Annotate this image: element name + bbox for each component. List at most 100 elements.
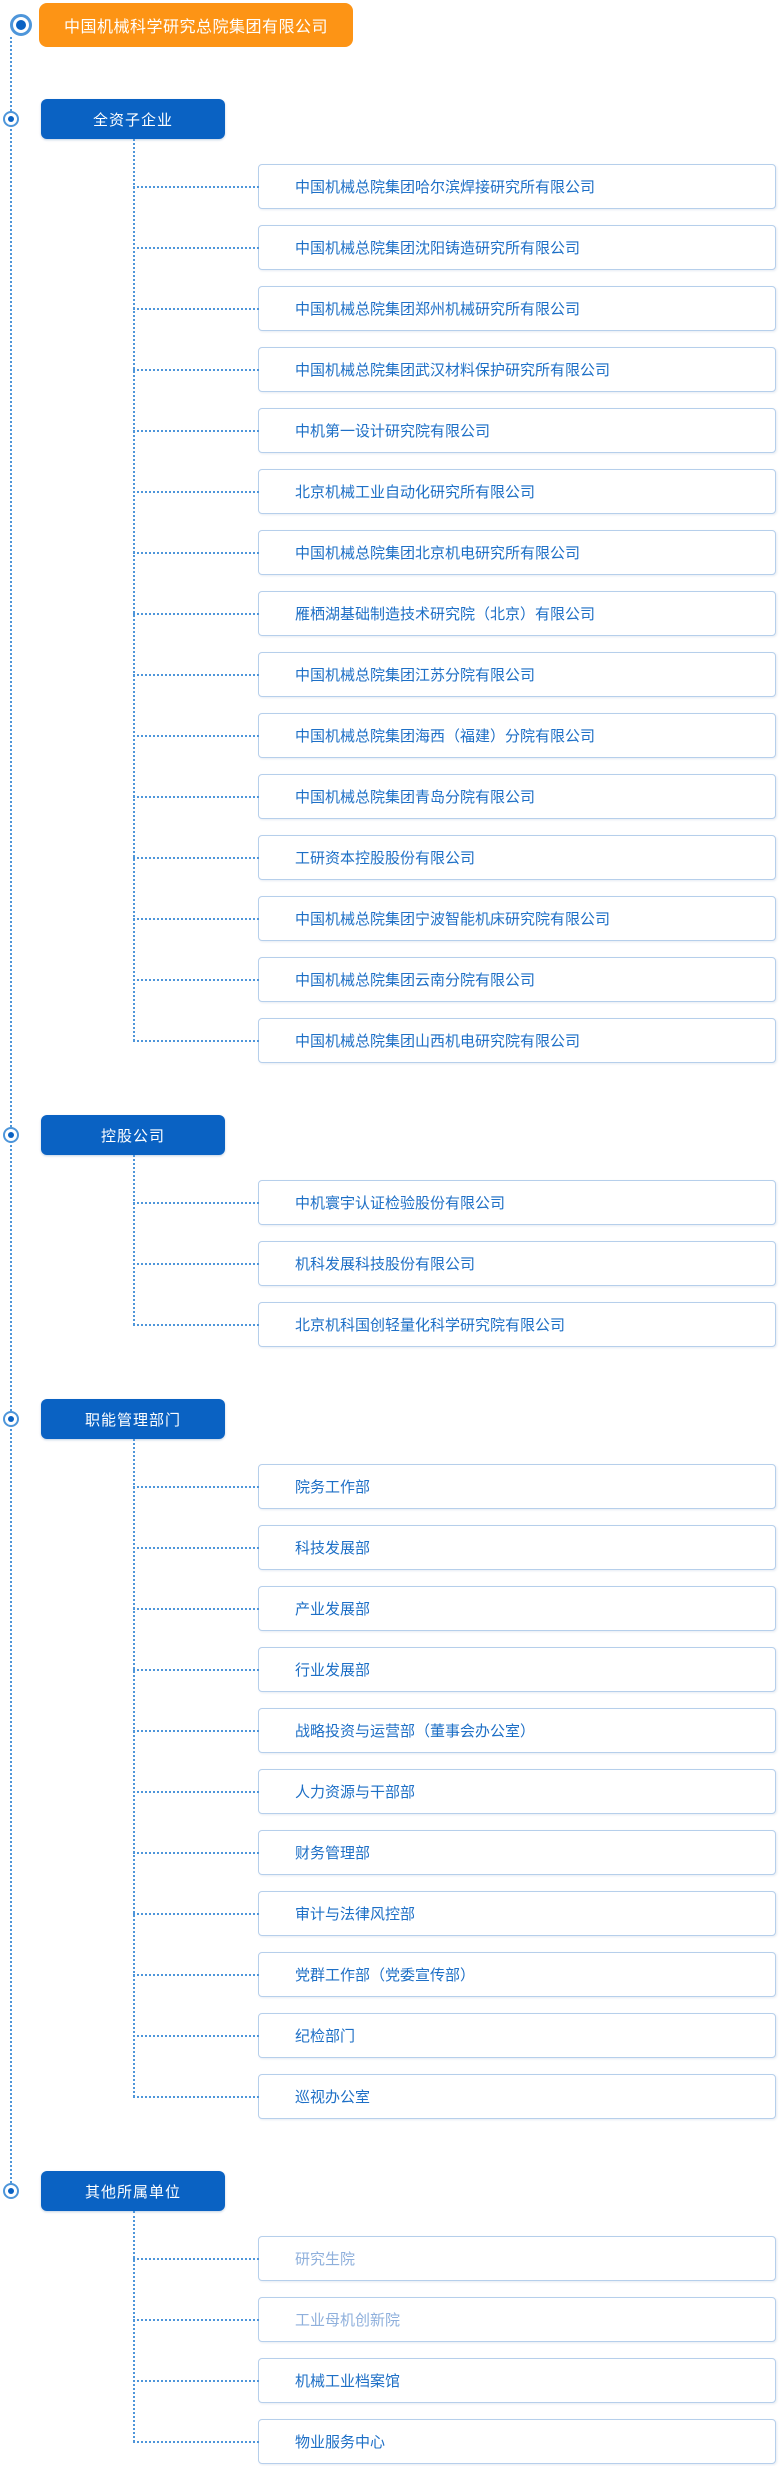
category-row: 全资子企业 bbox=[0, 99, 779, 139]
category-node-other-affiliated-units[interactable]: 其他所属单位 bbox=[41, 2171, 225, 2211]
org-item-label: 党群工作部（党委宣传部） bbox=[295, 1967, 476, 1984]
org-item-box[interactable]: 中国机械总院集团青岛分院有限公司 bbox=[133, 774, 776, 819]
org-item-box[interactable]: 中国机械总院集团郑州机械研究所有限公司 bbox=[133, 286, 776, 331]
category-toggle-icon-core bbox=[8, 2188, 14, 2194]
category-label: 职能管理部门 bbox=[84, 1411, 181, 1429]
root-org-node[interactable]: 中国机械科学研究总院集团有限公司 bbox=[39, 3, 353, 47]
org-item-label: 中国机械总院集团云南分院有限公司 bbox=[295, 972, 536, 989]
category-row: 其他所属单位 bbox=[0, 2171, 779, 2211]
org-item-box[interactable]: 机械工业档案馆 bbox=[133, 2358, 776, 2403]
org-item-label: 中国机械总院集团武汉材料保护研究所有限公司 bbox=[295, 362, 611, 379]
org-item-box[interactable]: 中国机械总院集团山西机电研究院有限公司 bbox=[133, 1018, 776, 1063]
category-label: 其他所属单位 bbox=[84, 2183, 181, 2201]
org-item-box[interactable]: 工业母机创新院 bbox=[133, 2297, 776, 2342]
category-toggle-icon-core bbox=[8, 1132, 14, 1138]
org-item-label: 战略投资与运营部（董事会办公室） bbox=[295, 1723, 536, 1740]
org-item-box[interactable]: 产业发展部 bbox=[133, 1586, 776, 1631]
root-org-label: 中国机械科学研究总院集团有限公司 bbox=[63, 19, 328, 36]
org-item-label: 中国机械总院集团哈尔滨焊接研究所有限公司 bbox=[295, 179, 596, 196]
category-row: 职能管理部门 bbox=[0, 1399, 779, 1439]
org-item-label: 产业发展部 bbox=[295, 1601, 371, 1618]
org-item-label: 工业母机创新院 bbox=[295, 2312, 401, 2329]
org-item-label: 审计与法律风控部 bbox=[295, 1906, 416, 1923]
org-item-box[interactable]: 雁栖湖基础制造技术研究院（北京）有限公司 bbox=[133, 591, 776, 636]
org-item-label: 人力资源与干部部 bbox=[295, 1784, 416, 1801]
category-toggle-icon[interactable] bbox=[3, 111, 19, 127]
org-item-label: 中机寰宇认证检验股份有限公司 bbox=[295, 1195, 506, 1212]
org-item-label: 中国机械总院集团北京机电研究所有限公司 bbox=[295, 545, 581, 562]
org-item-label: 行业发展部 bbox=[295, 1662, 371, 1679]
org-item-box[interactable]: 工研资本控股股份有限公司 bbox=[133, 835, 776, 880]
org-item-box[interactable]: 中国机械总院集团宁波智能机床研究院有限公司 bbox=[133, 896, 776, 941]
org-item-box[interactable]: 中国机械总院集团北京机电研究所有限公司 bbox=[133, 530, 776, 575]
category-row: 控股公司 bbox=[0, 1115, 779, 1155]
org-item-box[interactable]: 北京机械工业自动化研究所有限公司 bbox=[133, 469, 776, 514]
category-group: 其他所属单位 研究生院 工业母机创新院 机械工业档案馆 物业服务中心 bbox=[0, 2171, 779, 2464]
category-group: 控股公司 中机寰宇认证检验股份有限公司 机科发展科技股份有限公司 北京机科国创轻… bbox=[0, 1115, 779, 1347]
category-group: 职能管理部门 院务工作部 科技发展部 产业发展部 行业发展部 战略投资与运营部（… bbox=[0, 1399, 779, 2119]
org-item-label: 财务管理部 bbox=[295, 1845, 371, 1862]
org-item-label: 中国机械总院集团沈阳铸造研究所有限公司 bbox=[295, 240, 581, 257]
org-item-box[interactable]: 人力资源与干部部 bbox=[133, 1769, 776, 1814]
category-label: 全资子企业 bbox=[92, 111, 173, 129]
org-item-label: 研究生院 bbox=[295, 2251, 356, 2268]
org-item-label: 科技发展部 bbox=[295, 1540, 371, 1557]
category-children: 中机寰宇认证检验股份有限公司 机科发展科技股份有限公司 北京机科国创轻量化科学研… bbox=[133, 1155, 776, 1347]
category-children: 中国机械总院集团哈尔滨焊接研究所有限公司 中国机械总院集团沈阳铸造研究所有限公司… bbox=[133, 139, 776, 1063]
org-item-box[interactable]: 中国机械总院集团江苏分院有限公司 bbox=[133, 652, 776, 697]
org-item-box[interactable]: 中机第一设计研究院有限公司 bbox=[133, 408, 776, 453]
org-item-box[interactable]: 财务管理部 bbox=[133, 1830, 776, 1875]
org-item-label: 中国机械总院集团宁波智能机床研究院有限公司 bbox=[295, 911, 611, 928]
org-item-box[interactable]: 战略投资与运营部（董事会办公室） bbox=[133, 1708, 776, 1753]
org-item-label: 中机第一设计研究院有限公司 bbox=[295, 423, 491, 440]
org-item-box[interactable]: 北京机科国创轻量化科学研究院有限公司 bbox=[133, 1302, 776, 1347]
org-item-label: 工研资本控股股份有限公司 bbox=[295, 850, 476, 867]
org-item-label: 中国机械总院集团海西（福建）分院有限公司 bbox=[295, 728, 596, 745]
root-node-toggle-icon[interactable] bbox=[10, 14, 32, 36]
category-node-holding-companies[interactable]: 控股公司 bbox=[41, 1115, 225, 1155]
tree-rail-dotted-line bbox=[10, 37, 12, 2191]
org-item-label: 中国机械总院集团江苏分院有限公司 bbox=[295, 667, 536, 684]
category-toggle-icon[interactable] bbox=[3, 1411, 19, 1427]
root-node-toggle-icon-core bbox=[16, 20, 26, 30]
category-node-wholly-owned-subsidiaries[interactable]: 全资子企业 bbox=[41, 99, 225, 139]
org-item-label: 机械工业档案馆 bbox=[295, 2373, 401, 2390]
org-item-label: 中国机械总院集团郑州机械研究所有限公司 bbox=[295, 301, 581, 318]
org-item-box[interactable]: 中机寰宇认证检验股份有限公司 bbox=[133, 1180, 776, 1225]
org-item-box[interactable]: 巡视办公室 bbox=[133, 2074, 776, 2119]
category-children: 研究生院 工业母机创新院 机械工业档案馆 物业服务中心 bbox=[133, 2211, 776, 2464]
category-label: 控股公司 bbox=[100, 1127, 165, 1145]
org-item-box[interactable]: 机科发展科技股份有限公司 bbox=[133, 1241, 776, 1286]
org-item-box[interactable]: 物业服务中心 bbox=[133, 2419, 776, 2464]
org-item-label: 巡视办公室 bbox=[295, 2089, 371, 2106]
category-children: 院务工作部 科技发展部 产业发展部 行业发展部 战略投资与运营部（董事会办公室）… bbox=[133, 1439, 776, 2119]
org-item-box[interactable]: 中国机械总院集团沈阳铸造研究所有限公司 bbox=[133, 225, 776, 270]
org-item-box[interactable]: 党群工作部（党委宣传部） bbox=[133, 1952, 776, 1997]
org-item-box[interactable]: 审计与法律风控部 bbox=[133, 1891, 776, 1936]
org-item-box[interactable]: 院务工作部 bbox=[133, 1464, 776, 1509]
org-item-box[interactable]: 科技发展部 bbox=[133, 1525, 776, 1570]
category-group: 全资子企业 中国机械总院集团哈尔滨焊接研究所有限公司 中国机械总院集团沈阳铸造研… bbox=[0, 99, 779, 1063]
org-item-box[interactable]: 中国机械总院集团哈尔滨焊接研究所有限公司 bbox=[133, 164, 776, 209]
org-item-label: 北京机科国创轻量化科学研究院有限公司 bbox=[295, 1317, 566, 1334]
category-toggle-icon-core bbox=[8, 1416, 14, 1422]
org-item-box[interactable]: 纪检部门 bbox=[133, 2013, 776, 2058]
category-node-functional-management-departments[interactable]: 职能管理部门 bbox=[41, 1399, 225, 1439]
category-toggle-icon[interactable] bbox=[3, 2183, 19, 2199]
org-item-label: 雁栖湖基础制造技术研究院（北京）有限公司 bbox=[295, 606, 596, 623]
root-node-row: 中国机械科学研究总院集团有限公司 bbox=[0, 3, 779, 47]
org-item-label: 院务工作部 bbox=[295, 1479, 371, 1496]
category-toggle-icon[interactable] bbox=[3, 1127, 19, 1143]
org-item-box[interactable]: 中国机械总院集团武汉材料保护研究所有限公司 bbox=[133, 347, 776, 392]
org-item-label: 中国机械总院集团青岛分院有限公司 bbox=[295, 789, 536, 806]
org-item-label: 机科发展科技股份有限公司 bbox=[295, 1256, 476, 1273]
org-item-box[interactable]: 中国机械总院集团云南分院有限公司 bbox=[133, 957, 776, 1002]
org-item-label: 物业服务中心 bbox=[295, 2434, 386, 2451]
org-item-box[interactable]: 研究生院 bbox=[133, 2236, 776, 2281]
category-toggle-icon-core bbox=[8, 116, 14, 122]
org-item-box[interactable]: 中国机械总院集团海西（福建）分院有限公司 bbox=[133, 713, 776, 758]
org-item-label: 北京机械工业自动化研究所有限公司 bbox=[295, 484, 536, 501]
org-item-label: 中国机械总院集团山西机电研究院有限公司 bbox=[295, 1033, 581, 1050]
org-item-box[interactable]: 行业发展部 bbox=[133, 1647, 776, 1692]
